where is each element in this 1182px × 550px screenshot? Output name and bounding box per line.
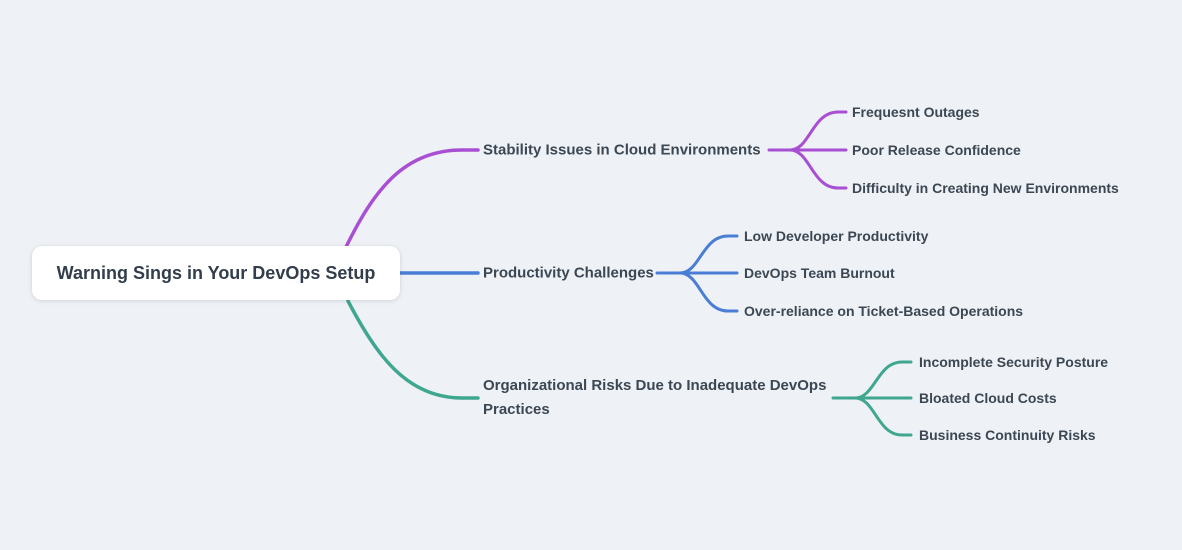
edge-root-to-stability — [344, 148, 480, 249]
edge-productivity-to-child-3 — [678, 271, 739, 313]
leaf-node-poor-release-confidence[interactable]: Poor Release Confidence — [852, 142, 1021, 158]
edge-organizational-to-child-1 — [853, 360, 913, 400]
leaf-node-business-continuity-risks[interactable]: Business Continuity Risks — [919, 427, 1096, 443]
edge-stability-to-child-3 — [788, 148, 848, 190]
leaf-node-incomplete-security-posture[interactable]: Incomplete Security Posture — [919, 354, 1109, 370]
edge-stability-to-child-1 — [788, 110, 848, 152]
edge-organizational-to-child-3 — [853, 396, 913, 437]
root-label: Warning Sings in Your DevOps Setup — [56, 262, 376, 283]
edge-productivity-to-child-1 — [678, 234, 739, 275]
leaf-node-bloated-cloud-costs[interactable]: Bloated Cloud Costs — [919, 390, 1057, 406]
leaf-node-low-developer-productivity[interactable]: Low Developer Productivity — [744, 228, 929, 244]
leaf-node-frequent-outages[interactable]: Frequesnt Outages — [852, 104, 980, 120]
edge-root-to-organizational — [346, 299, 480, 400]
leaf-node-difficulty-new-environments[interactable]: Difficulty in Creating New Environments — [852, 180, 1119, 196]
root-node[interactable]: Warning Sings in Your DevOps Setup — [32, 246, 400, 300]
branch-node-productivity[interactable]: Productivity Challenges — [483, 264, 654, 282]
branch-node-stability[interactable]: Stability Issues in Cloud Environments — [483, 141, 761, 159]
leaf-node-devops-team-burnout[interactable]: DevOps Team Burnout — [744, 265, 895, 281]
branch-node-organizational-risks[interactable]: Organizational Risks Due to Inadequate D… — [483, 377, 827, 418]
leaf-node-ticket-based-operations[interactable]: Over-reliance on Ticket-Based Operations — [744, 303, 1024, 319]
